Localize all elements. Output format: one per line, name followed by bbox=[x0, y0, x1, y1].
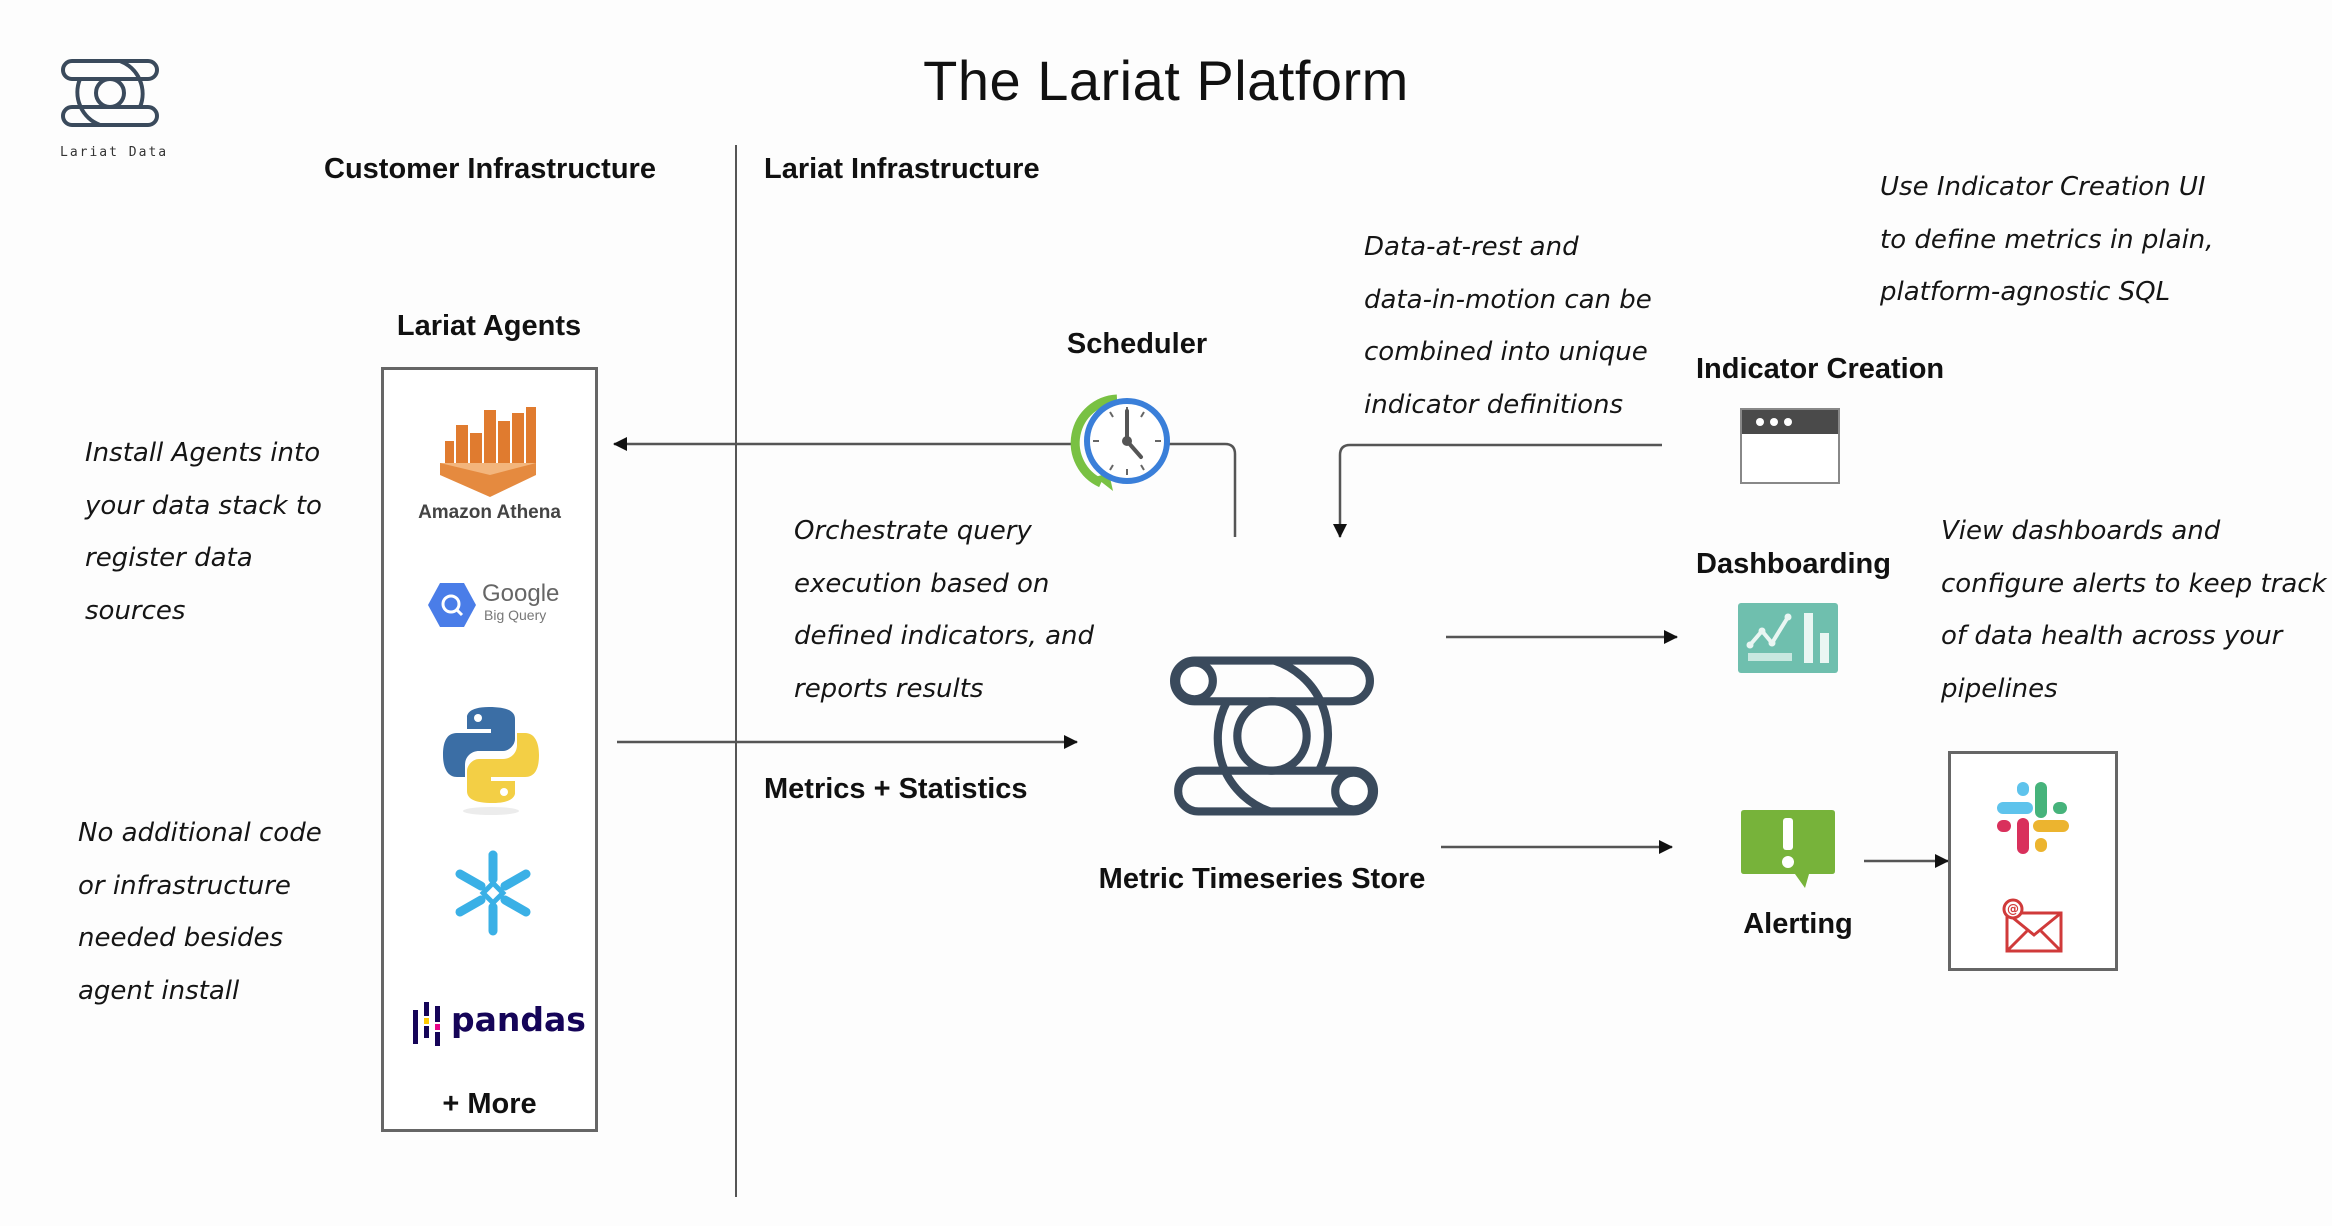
note-line: sources bbox=[85, 595, 186, 626]
note-line: No additional code bbox=[78, 818, 322, 848]
dashboard-chart-icon bbox=[1738, 603, 1838, 673]
note-line: agent install bbox=[78, 975, 240, 1006]
indicator-creation-label: Indicator Creation bbox=[1696, 353, 1945, 385]
slack-icon bbox=[1997, 782, 2069, 854]
note-line: combined into unique bbox=[1364, 337, 1648, 367]
install-agents-note: Install Agents into your data stack to r… bbox=[85, 427, 322, 637]
note-line: pipelines bbox=[1941, 673, 2058, 704]
data-at-rest-note: Data-at-rest and data-in-motion can be c… bbox=[1364, 221, 1652, 431]
alerting-label: Alerting bbox=[1743, 908, 1853, 940]
note-line: of data health across your bbox=[1941, 621, 2283, 651]
note-line: data-in-motion can be bbox=[1364, 284, 1652, 315]
bigquery-label-line1: Google bbox=[482, 580, 560, 607]
browser-window-icon bbox=[1740, 408, 1840, 484]
scheduler-label: Scheduler bbox=[1066, 328, 1208, 360]
note-line: View dashboards and bbox=[1941, 516, 2221, 546]
lariat-agents-box: Amazon Athena Google Big Query bbox=[381, 367, 598, 1132]
agent-bigquery: Google Big Query bbox=[428, 580, 578, 630]
dashboarding-label: Dashboarding bbox=[1696, 548, 1891, 580]
lariat-infrastructure-heading: Lariat Infrastructure bbox=[764, 153, 1040, 185]
note-line: your data stack to bbox=[85, 490, 322, 521]
notification-channels-box: @ bbox=[1948, 751, 2118, 971]
note-line: execution based on bbox=[794, 568, 1050, 599]
lariat-logo-icon bbox=[61, 59, 159, 127]
note-line: to define metrics in plain, bbox=[1880, 224, 2214, 255]
note-line: Use Indicator Creation UI bbox=[1880, 172, 2206, 202]
customer-infrastructure-heading: Customer Infrastructure bbox=[324, 153, 656, 185]
note-line: needed besides bbox=[78, 923, 284, 953]
clock-icon bbox=[1070, 394, 1170, 491]
email-icon: @ bbox=[2002, 898, 2063, 953]
python-icon bbox=[443, 707, 539, 815]
no-code-note: No additional code or infrastructure nee… bbox=[78, 807, 322, 1017]
agent-athena-label: Amazon Athena bbox=[418, 502, 561, 523]
note-line: configure alerts to keep track bbox=[1941, 568, 2327, 599]
note-line: or infrastructure bbox=[78, 870, 291, 901]
agent-athena: Amazon Athena bbox=[384, 405, 595, 524]
agent-pandas: pandas bbox=[411, 1000, 586, 1050]
window-titlebar bbox=[1742, 410, 1838, 434]
note-line: reports results bbox=[794, 673, 984, 704]
more-agents-label: + More bbox=[442, 1088, 537, 1120]
note-line: Orchestrate query bbox=[794, 516, 1032, 546]
google-bigquery-icon bbox=[428, 583, 476, 627]
svg-text:@: @ bbox=[2007, 902, 2019, 916]
indicator-ui-note: Use Indicator Creation UI to define metr… bbox=[1880, 161, 2214, 319]
metric-store-label: Metric Timeseries Store bbox=[1098, 863, 1426, 895]
dashboards-note: View dashboards and configure alerts to … bbox=[1941, 505, 2327, 715]
metrics-statistics-label: Metrics + Statistics bbox=[764, 773, 1028, 805]
pandas-icon bbox=[413, 1002, 440, 1046]
brand-caption: Lariat Data bbox=[60, 145, 169, 160]
infrastructure-divider bbox=[735, 145, 737, 1197]
page-title: The Lariat Platform bbox=[923, 49, 1409, 112]
indicator-to-store-arrow bbox=[1333, 443, 1662, 538]
note-line: defined indicators, and bbox=[794, 621, 1094, 651]
orchestrate-note: Orchestrate query execution based on def… bbox=[794, 505, 1094, 715]
note-line: indicator definitions bbox=[1364, 389, 1624, 420]
store-to-scheduler-connector bbox=[1168, 442, 1237, 537]
metric-store-icon bbox=[1170, 656, 1379, 816]
note-line: Data-at-rest and bbox=[1364, 232, 1579, 262]
note-line: Install Agents into bbox=[85, 438, 321, 468]
snowflake-icon bbox=[455, 850, 531, 936]
amazon-athena-icon bbox=[439, 407, 536, 497]
brand-logo bbox=[60, 58, 160, 128]
lariat-agents-heading: Lariat Agents bbox=[396, 310, 582, 342]
agent-pandas-label: pandas bbox=[451, 1000, 586, 1039]
bigquery-label-line2: Big Query bbox=[484, 607, 547, 623]
alert-icon bbox=[1741, 810, 1835, 888]
note-line: platform-agnostic SQL bbox=[1880, 277, 2171, 307]
note-line: register data bbox=[85, 543, 253, 573]
